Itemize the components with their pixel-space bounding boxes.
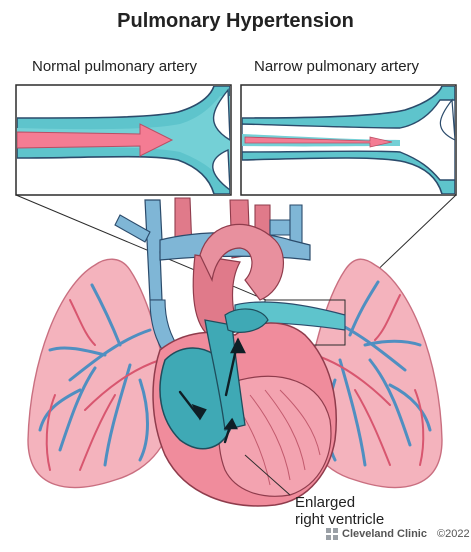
- figure-title: Pulmonary Hypertension: [117, 10, 354, 32]
- normal-artery-label: Normal pulmonary artery: [32, 58, 198, 75]
- ventricle-callout-line: [244, 454, 291, 496]
- enlarged-ventricle-callout: Enlarged right ventricle: [295, 494, 384, 528]
- brand-footer: Cleveland Clinic ©2022: [326, 528, 470, 540]
- left-lung: [27, 258, 172, 489]
- brand-name: Cleveland Clinic: [342, 528, 427, 540]
- great-vessels: [114, 197, 346, 361]
- callout-line-1: Enlarged: [295, 494, 356, 511]
- narrow-artery-label: Narrow pulmonary artery: [254, 58, 420, 75]
- narrow-artery-inset: [240, 84, 457, 196]
- callout-line-2: right ventricle: [295, 511, 385, 528]
- cleveland-clinic-logo-icon: [326, 528, 338, 540]
- heart: [152, 308, 337, 507]
- copyright-year: ©2022: [436, 528, 470, 540]
- normal-artery-inset: [15, 84, 232, 196]
